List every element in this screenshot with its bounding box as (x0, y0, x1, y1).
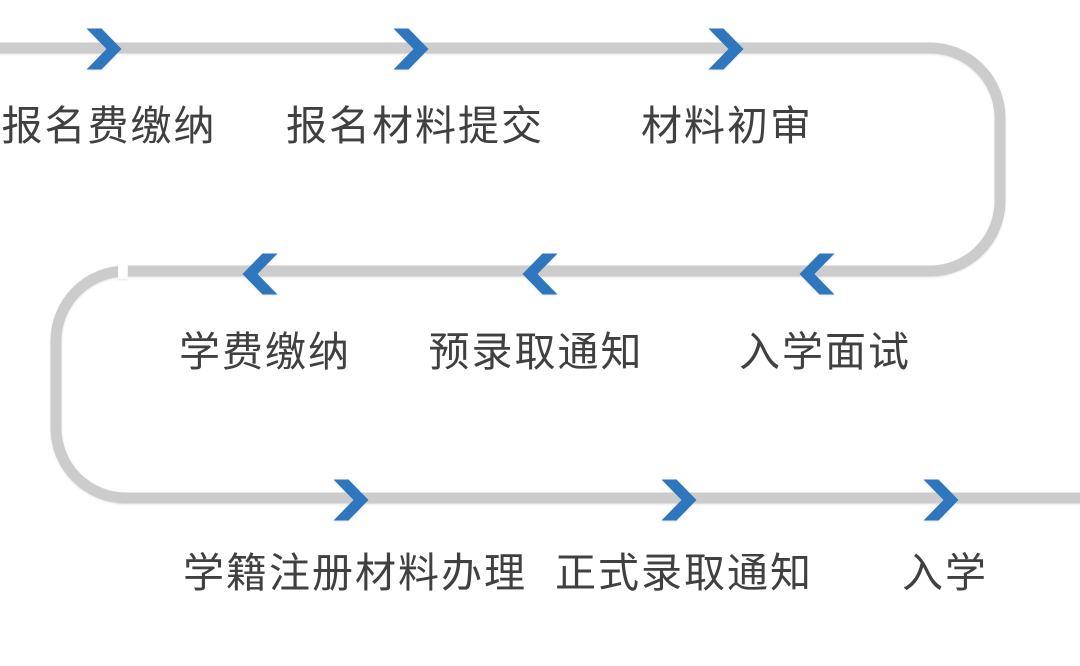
chevron-left-icon (522, 253, 558, 295)
step-label-materials-initial-review: 材料初审 (641, 103, 813, 149)
flow-line-upper-segment (0, 42, 1006, 277)
line-gap (118, 263, 128, 279)
chevron-right-icon (923, 479, 959, 521)
flow-line-lower-segment (50, 265, 1080, 504)
chevron-right-icon (393, 28, 429, 70)
step-label-tuition-payment: 学费缴纳 (179, 329, 351, 375)
chevron-left-icon (242, 253, 278, 295)
chevron-right-icon (661, 479, 697, 521)
step-label-student-registration-processing: 学籍注册材料办理 (183, 550, 527, 596)
step-label-pre-admission-notice: 预录取通知 (428, 329, 644, 375)
step-label-enrollment: 入学 (902, 550, 988, 596)
step-label-official-admission-notice: 正式录取通知 (555, 550, 813, 596)
step-label-admission-interview: 入学面试 (739, 329, 911, 375)
chevron-right-icon (708, 28, 744, 70)
chevron-left-icon (799, 253, 835, 295)
step-label-application-materials-submission: 报名材料提交 (286, 103, 544, 149)
step-label-registration-fee-payment: 报名费缴纳 (1, 103, 217, 149)
chevron-right-icon (86, 28, 122, 70)
chevron-right-icon (333, 479, 369, 521)
